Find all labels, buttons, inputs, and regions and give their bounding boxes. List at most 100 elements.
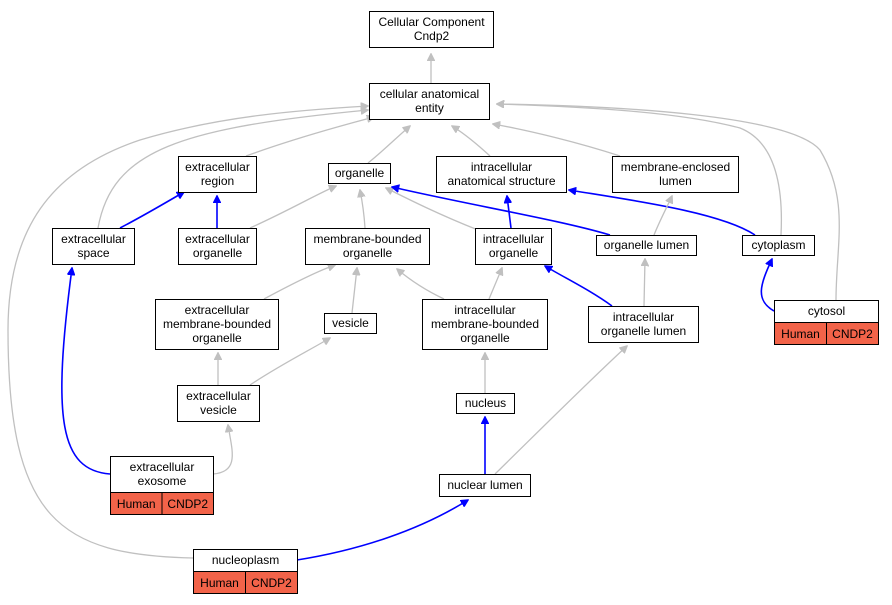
node-label: Cellular Component [378,15,485,29]
annotation-gene: CNDP2 [167,497,208,511]
node-box [178,228,257,265]
edge-mel-to-cae [493,124,621,157]
node-label: cellular anatomical [380,87,479,101]
node-label: vesicle [332,316,369,330]
node-label: extracellular [186,389,251,403]
node-label: entity [415,101,444,115]
edge-orl-to-mel [653,196,672,236]
node-box [439,474,531,497]
node-label: vesicle [200,403,237,417]
edge-exo-to-ecs [61,268,111,475]
edge-cyt-to-ias [569,190,756,236]
node-label: lumen [659,174,692,188]
node-label: extracellular [130,460,195,474]
edge-np-to-nl [296,500,468,561]
node-label: extracellular [61,232,126,246]
node-label: nucleoplasm [212,553,279,567]
node-label: organelle [343,246,393,260]
node-box [110,456,214,493]
node-label: nucleus [465,396,506,410]
node-cyt[interactable]: cytoplasm [742,235,815,256]
node-label: intracellular [483,232,544,246]
node-box [305,228,430,265]
edge-ecs-to-ecr [119,192,184,229]
annotation-species: Human [200,576,239,590]
node-label: region [201,174,234,188]
edge-imbo-to-mbo [397,269,445,300]
edge-ico-to-org [386,188,479,231]
node-label: membrane-enclosed [621,160,730,174]
node-label: cytoplasm [751,238,805,252]
node-box [177,385,260,422]
edge-eco-to-org [249,186,336,229]
node-box [324,313,377,334]
annotation-cell [245,571,298,594]
node-label: extracellular [185,232,250,246]
node-box [742,235,815,256]
node-box [155,299,279,350]
node-nl[interactable]: nuclear lumen [439,474,531,497]
annotation-species: Human [781,327,820,341]
edges-layer [7,54,840,561]
node-label: membrane-bounded [431,317,539,331]
node-orl[interactable]: organelle lumen [596,235,697,256]
edge-mbo-to-org [360,190,366,229]
edge-ias-to-cae [452,126,491,157]
node-label: extracellular [185,303,250,317]
node-box [369,83,490,120]
node-label: organelle [460,331,510,345]
node-box [596,235,697,256]
edge-ves-to-mbo [351,268,357,314]
edge-imbo-to-ico [488,268,502,300]
node-box [612,156,739,193]
edge-ecs-to-cae [97,110,368,229]
node-label: membrane-bounded [163,317,271,331]
edge-cyt-to-cae [497,104,783,236]
edge-iol-to-ico [545,266,613,307]
node-box [422,299,548,350]
node-nuc[interactable]: nucleus [456,393,515,414]
annotation-gene: CNDP2 [832,327,873,341]
edge-nl-to-iol [494,346,627,475]
node-label: exosome [138,474,187,488]
edge-ico-to-ias [507,196,511,229]
edge-cytosol-to-cae [497,104,840,301]
edge-exo-to-ecv [212,425,232,475]
node-org[interactable]: organelle [328,163,391,184]
node-label: organelle [193,246,243,260]
edge-ecr-to-cae [245,117,374,157]
node-box [178,156,257,193]
node-label: intracellular [454,303,515,317]
node-label: Cndp2 [414,29,450,43]
node-box [328,163,391,184]
node-label: extracellular [185,160,250,174]
annotation-cell [826,322,879,345]
node-box [369,11,494,48]
node-ves[interactable]: vesicle [324,313,377,334]
node-box [436,156,567,193]
node-label: organelle [489,246,539,260]
node-box [456,393,515,414]
node-box [475,228,552,265]
edge-iol-to-orl [644,259,645,307]
annotation-species: Human [117,497,156,511]
edge-ecv-to-ves [249,338,330,386]
